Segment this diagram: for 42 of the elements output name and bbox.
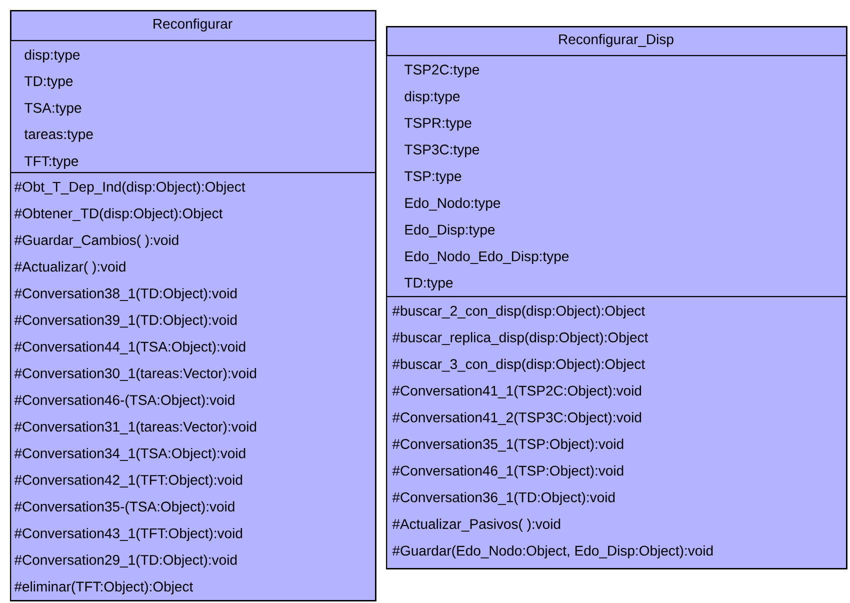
operation-text: #Conversation35-(TSA:Object):void [14, 501, 234, 514]
operation-text: #Obtener_TD(disp:Object):Object [14, 208, 223, 222]
operation-text: #Obt_T_Dep_Ind(disp:Object):Object [14, 181, 246, 195]
attribute-text: Edo_Disp:type [405, 224, 495, 238]
operation-text: #Conversation43_1(TFT:Object):void [14, 528, 242, 542]
class-name: Reconfigurar_Disp [559, 34, 674, 48]
attribute-text: TSP:type [404, 171, 462, 184]
operation-text: #Conversation42_1(TFT:Object):void [14, 474, 242, 488]
operation-text: #buscar_2_con_disp(disp:Object):Object [392, 305, 645, 319]
operation-text: #Conversation29_1(TD:Object):void [14, 554, 237, 568]
attribute-text: TSPR:type [404, 118, 472, 131]
attribute-text: TD:type [404, 278, 453, 290]
operation-text: #Conversation46-(TSA:Object):void [14, 394, 234, 408]
attribute-text: Edo_Nodo_Edo_Disp:type [405, 250, 569, 264]
attribute-text: disp:type [24, 49, 80, 63]
operation-text: #Guardar(Edo_Nodo:Object, Edo_Disp:Object):void [392, 545, 713, 558]
operation-text: #Conversation35_1(TSP:Object):void [392, 438, 624, 452]
operation-text: #Actualizar_Pasivos( ):void [392, 518, 560, 532]
attribute-text: tareas:type [24, 130, 93, 142]
attribute-text: Edo_Nodo:type [405, 198, 500, 211]
operation-text: #buscar_3_con_disp(disp:Object):Object [392, 358, 645, 372]
operation-text: #Conversation31_1(tareas:Vector):void [14, 421, 256, 434]
attribute-text: disp:type [404, 91, 460, 104]
attribute-text: TSP3C:type [404, 144, 480, 158]
operation-text: #Conversation44_1(TSA:Object):void [14, 341, 246, 354]
operation-text: #Conversation38_1(TD:Object):void [14, 288, 237, 302]
operation-text: #Guardar_Cambios( ):void [14, 234, 178, 248]
operation-text: #Conversation39_1(TD:Object):void [14, 314, 237, 328]
attribute-text: TSP2C:type [404, 64, 480, 78]
operation-text: #Conversation46_1(TSP:Object):void [392, 465, 624, 478]
class-name: Reconfigurar [154, 18, 232, 32]
operation-text: #buscar_replica_disp(disp:Object):Object [392, 332, 648, 346]
operation-text: #Conversation34_1(TSA:Object):void [14, 448, 246, 462]
operation-text: #Conversation41_1(TSP2C:Object):void [392, 385, 642, 398]
operation-text: #Conversation41_2(TSP3C:Object):void [392, 412, 642, 426]
operation-text: #eliminar(TFT:Object):Object [14, 581, 194, 594]
attribute-text: TSA:type [24, 102, 82, 116]
attribute-text: TD:type [24, 76, 73, 89]
operation-text: #Conversation36_1(TD:Object):void [392, 492, 615, 506]
operation-text: #Actualizar( ):void [14, 261, 126, 274]
attribute-text: TFT:type [24, 156, 78, 169]
operation-text: #Conversation30_1(tareas:Vector):void [14, 368, 256, 382]
